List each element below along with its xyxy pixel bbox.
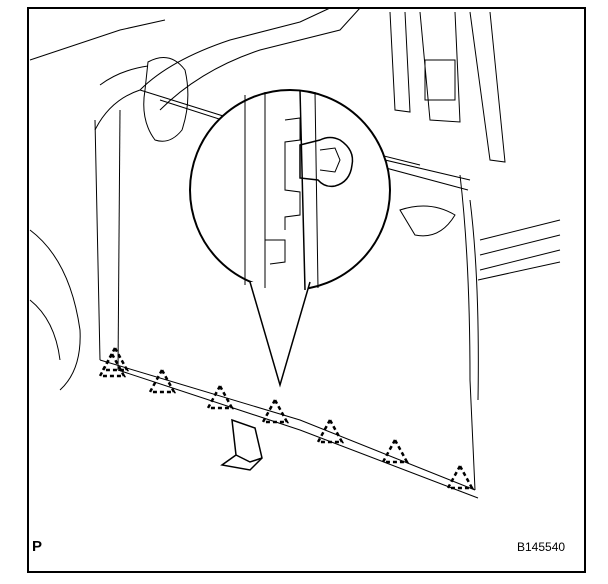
clip-icon (299, 136, 354, 188)
fender-arc (29, 229, 81, 391)
side-mirror (143, 57, 189, 142)
figure-code: B145540 (517, 540, 566, 554)
diagram-frame (27, 7, 586, 573)
clip-marker (445, 463, 475, 490)
bracket-tab (220, 418, 263, 471)
clip-marker (260, 397, 290, 424)
clip-marker (100, 345, 130, 372)
clip-marker (315, 417, 345, 444)
clip-marker (205, 383, 235, 410)
clip-markers (97, 345, 475, 490)
clip-marker (147, 367, 177, 394)
clip-marker (97, 351, 127, 378)
detail-magnifier (189, 89, 391, 388)
panel-letter: P (32, 538, 43, 555)
vehicle-body-lines (29, 7, 561, 499)
door-handle (399, 205, 456, 237)
front-door-outline (94, 119, 101, 361)
clip-marker (380, 437, 410, 464)
